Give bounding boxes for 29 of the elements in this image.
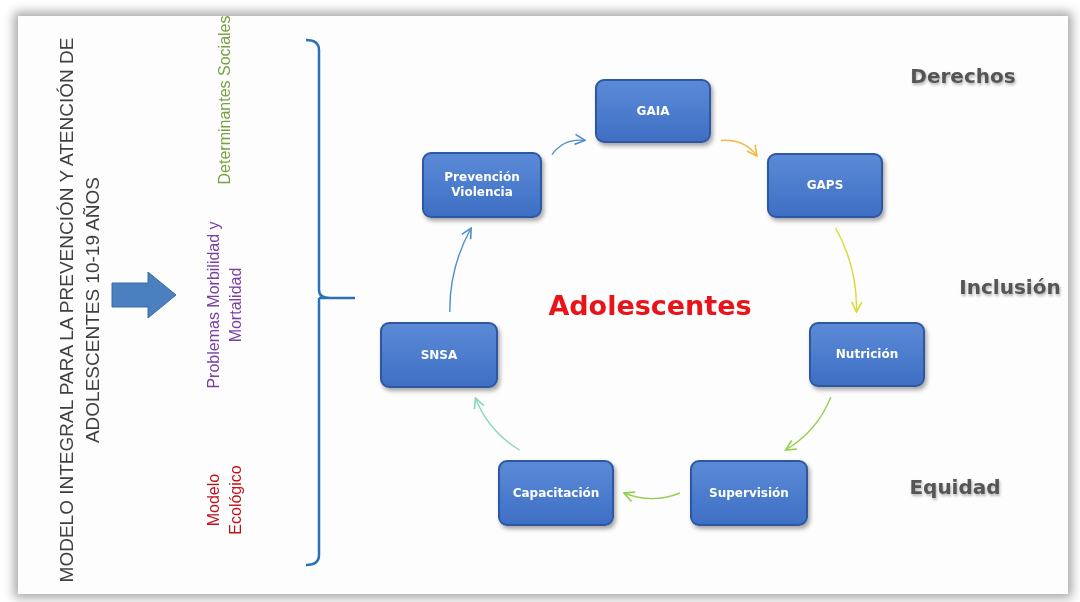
side-label: Modelo Ecológico — [204, 464, 245, 537]
process-box — [595, 79, 711, 143]
process-box — [767, 153, 883, 218]
principle-label: Derechos — [910, 64, 1016, 88]
arrow — [623, 490, 681, 503]
process-box — [498, 460, 614, 526]
arrow — [449, 227, 472, 313]
arrow — [784, 396, 832, 451]
principle-label: Inclusión — [959, 275, 1061, 299]
arrow — [551, 133, 586, 156]
arrow — [473, 397, 521, 451]
side-label: Determinantes Sociales — [215, 15, 234, 185]
box-label: GAIA — [635, 103, 671, 119]
box-label: Capacitación — [511, 485, 601, 501]
process-box — [422, 152, 542, 218]
principle-label: Equidad — [909, 475, 1001, 499]
center-label: Adolescentes — [548, 289, 752, 321]
box-label: Supervisión — [708, 485, 790, 501]
process-box — [690, 460, 808, 526]
box-label: Nutrición — [834, 347, 900, 362]
box-label: SNSA — [419, 347, 459, 363]
title: MODELO INTEGRAL PARA LA PREVENCIÓN Y ATENCIÓN DE ADOLESCENTES 10-19 AÑOS — [55, 36, 104, 585]
process-box — [380, 322, 498, 388]
box-label: GAPS — [805, 178, 845, 193]
process-box — [809, 322, 925, 387]
box-label: Prevención Violencia — [443, 170, 521, 200]
side-label: Problemas Morbilidad y Mortalidad — [204, 220, 245, 391]
arrow — [834, 227, 863, 313]
arrow — [720, 139, 758, 157]
